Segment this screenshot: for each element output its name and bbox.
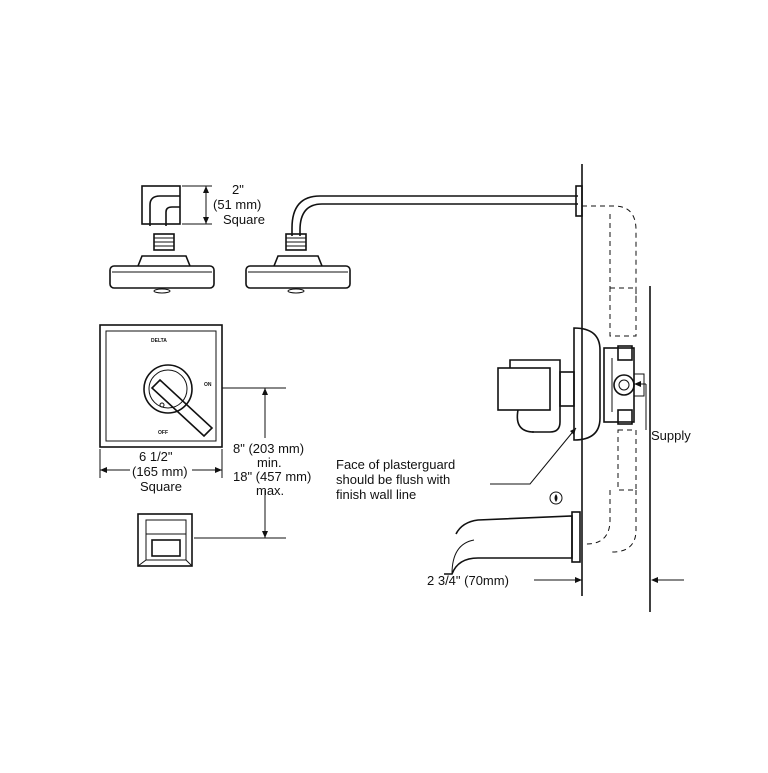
showerhead-dim-line2: (51 mm) xyxy=(213,197,261,212)
off-mark: OFF xyxy=(158,430,168,436)
trim-width-line3: Square xyxy=(140,479,182,494)
showerhead-dim-line1: 2" xyxy=(232,182,244,197)
height-line1: 8" (203 mm) xyxy=(233,441,304,456)
wall-section xyxy=(581,164,651,612)
supply-label: Supply xyxy=(651,428,691,443)
depth-label: 2 3/4" (70mm) xyxy=(427,573,509,588)
showerhead-front-icon xyxy=(109,185,215,294)
trim-width-line1: 6 1/2" xyxy=(139,449,173,464)
height-line4: max. xyxy=(256,483,284,498)
on-mark: ON xyxy=(204,382,212,388)
watersense-icon xyxy=(549,491,563,505)
shower-arm-icon xyxy=(245,185,583,294)
valve-trim-icon: DELTA ON OFF xyxy=(99,324,223,448)
tub-spout-side-icon xyxy=(444,511,581,575)
trim-width-dimension: 6 1/2" (165 mm) Square xyxy=(99,449,223,494)
plasterguard-line3: finish wall line xyxy=(336,487,416,502)
depth-dimension: 2 3/4" (70mm) xyxy=(427,573,684,588)
plasterguard-callout: Face of plasterguard should be flush wit… xyxy=(336,427,577,502)
height-line3: 18" (457 mm) xyxy=(233,469,311,484)
supply-callout: Supply xyxy=(634,381,691,443)
tub-spout-front-icon xyxy=(137,513,193,567)
brand-mark: DELTA xyxy=(151,338,167,344)
valve-body-side-icon xyxy=(497,327,651,441)
plasterguard-line2: should be flush with xyxy=(336,472,450,487)
height-line2: min. xyxy=(257,455,282,470)
showerhead-dimension: 2" (51 mm) Square xyxy=(182,182,265,227)
plasterguard-line1: Face of plasterguard xyxy=(336,457,455,472)
height-dimension: 8" (203 mm) min. 18" (457 mm) max. xyxy=(194,387,311,539)
showerhead-dim-line3: Square xyxy=(223,212,265,227)
trim-width-line2: (165 mm) xyxy=(132,464,188,479)
